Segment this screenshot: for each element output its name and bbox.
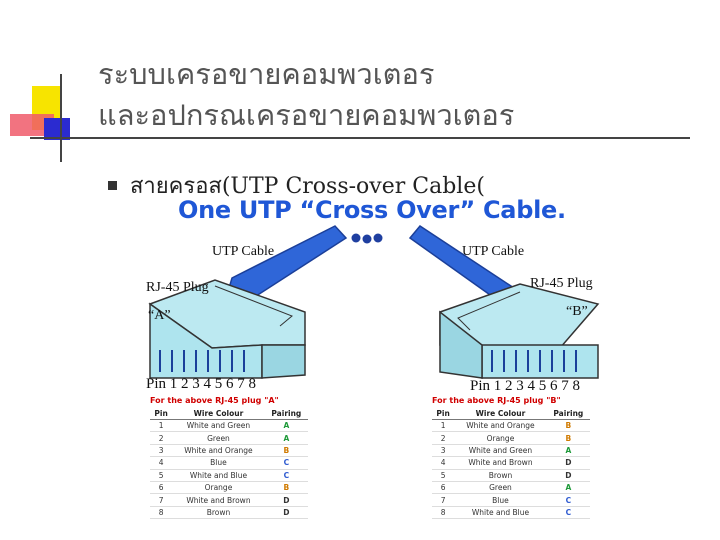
- pairing-cell: B: [546, 431, 590, 445]
- right-pin-label: Pin 1 2 3 4 5 6 7 8: [470, 378, 581, 394]
- wire-colour-cell: White and Orange: [454, 419, 547, 433]
- wire-colour-cell: White and Green: [454, 444, 547, 458]
- slide-title: ระบบเครอขายคอมพวเตอร และอปกรณเครอขายคอมพ…: [98, 54, 514, 136]
- pairing-cell: D: [546, 469, 590, 482]
- wire-colour-cell: White and Brown: [454, 456, 547, 470]
- pin-cell: 2: [150, 431, 173, 445]
- pin-cell: 8: [432, 506, 455, 520]
- pairing-cell: C: [264, 469, 308, 482]
- pin-cell: 2: [432, 431, 455, 445]
- pairing-cell: A: [546, 444, 590, 458]
- col-header-wire-colour: Wire Colour: [172, 408, 265, 420]
- pin-cell: 7: [150, 493, 173, 507]
- pin-cell: 5: [432, 469, 455, 482]
- wire-colour-cell: Green: [172, 431, 265, 445]
- pairing-cell: C: [264, 456, 308, 470]
- pin-cell: 4: [150, 456, 173, 470]
- pairing-cell: D: [264, 506, 308, 520]
- wire-colour-cell: White and Green: [172, 419, 265, 433]
- wire-colour-cell: White and Orange: [172, 444, 265, 458]
- decor-vertical-line: [60, 74, 62, 162]
- wire-colour-cell: Green: [454, 481, 547, 495]
- wire-colour-cell: White and Blue: [454, 506, 547, 520]
- wire-colour-cell: Brown: [172, 506, 265, 520]
- pairing-cell: A: [264, 431, 308, 445]
- title-divider: [30, 137, 690, 139]
- col-header-pin: Pin: [150, 408, 173, 420]
- wire-colour-cell: White and Blue: [172, 469, 265, 482]
- plug-a-caption: For the above RJ-45 plug "A": [150, 396, 279, 405]
- decor-blue-block: [44, 118, 70, 140]
- wire-colour-cell: Blue: [454, 493, 547, 507]
- plug-b-table: For the above RJ-45 plug "B" Pin Wire Co…: [432, 396, 590, 520]
- pin-cell: 6: [432, 481, 455, 495]
- pin-cell: 8: [150, 506, 173, 520]
- diagram-title: One UTP “Cross Over” Cable.: [178, 196, 566, 224]
- left-plug-label: RJ-45 Plug: [146, 280, 209, 295]
- bullet-marker: [108, 181, 117, 190]
- col-header-pin: Pin: [432, 408, 455, 420]
- pairing-cell: C: [546, 506, 590, 520]
- pin-cell: 1: [150, 419, 173, 433]
- pin-cell: 5: [150, 469, 173, 482]
- slide-title-line2: และอปกรณเครอขายคอมพวเตอร: [98, 98, 515, 132]
- left-plug-name: “A”: [148, 308, 171, 323]
- right-rj45-plug: [439, 283, 600, 379]
- plug-b-caption: For the above RJ-45 plug "B": [432, 396, 561, 405]
- pin-cell: 6: [150, 481, 173, 495]
- pairing-cell: B: [264, 481, 308, 495]
- wire-colour-cell: Blue: [172, 456, 265, 470]
- col-header-wire-colour: Wire Colour: [454, 408, 547, 420]
- slide-title-line1: ระบบเครอขายคอมพวเตอร: [98, 57, 435, 91]
- pairing-cell: A: [546, 481, 590, 495]
- decor-red-block: [10, 114, 54, 136]
- right-plug-label: RJ-45 Plug: [530, 276, 593, 291]
- pin-cell: 7: [432, 493, 455, 507]
- continuation-dots: [351, 233, 383, 244]
- left-rj45-plug: [148, 279, 306, 379]
- pin-cell: 3: [432, 444, 455, 458]
- col-header-pairing: Pairing: [264, 408, 308, 420]
- wire-colour-cell: Orange: [172, 481, 265, 495]
- wire-colour-cell: White and Brown: [172, 493, 265, 507]
- bullet-text: สายครอส(UTP Cross-over Cable(: [130, 174, 485, 199]
- pairing-cell: D: [264, 493, 308, 507]
- pairing-cell: C: [546, 493, 590, 507]
- pin-cell: 1: [432, 419, 455, 433]
- pairing-cell: B: [264, 444, 308, 458]
- right-plug-name: “B”: [566, 304, 588, 319]
- pin-cell: 4: [432, 456, 455, 470]
- left-cable-label: UTP Cable: [212, 244, 275, 259]
- left-pin-label: Pin 1 2 3 4 5 6 7 8: [146, 376, 257, 392]
- col-header-pairing: Pairing: [546, 408, 590, 420]
- right-cable-label: UTP Cable: [462, 244, 525, 259]
- pairing-cell: B: [546, 419, 590, 433]
- pin-cell: 3: [150, 444, 173, 458]
- pairing-cell: D: [546, 456, 590, 470]
- wire-colour-cell: Brown: [454, 469, 547, 482]
- wire-colour-cell: Orange: [454, 431, 547, 445]
- pairing-cell: A: [264, 419, 308, 433]
- plug-a-table: For the above RJ-45 plug "A" Pin Wire Co…: [150, 396, 308, 520]
